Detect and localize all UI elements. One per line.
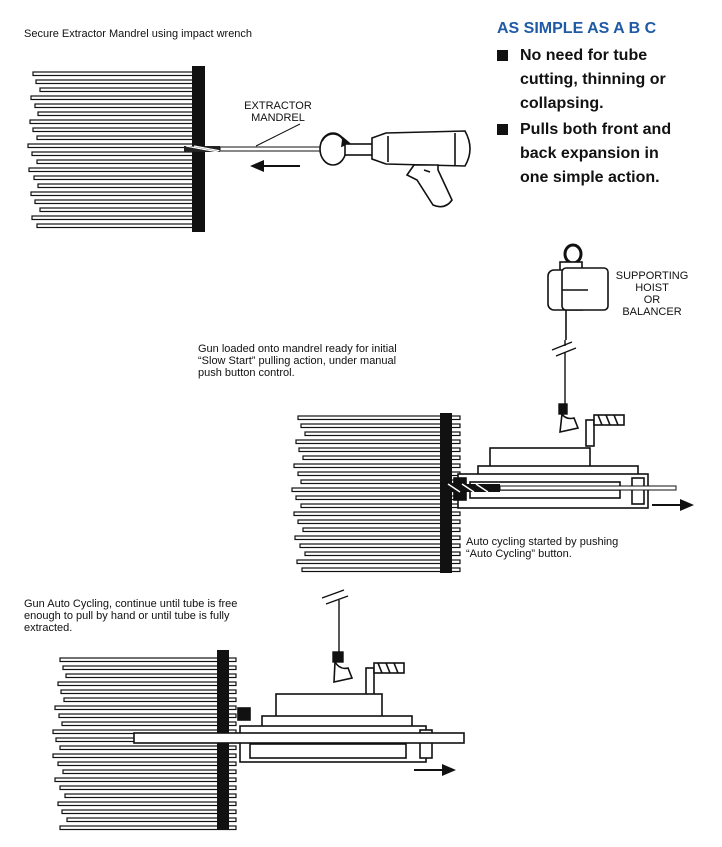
tube [58, 713, 237, 719]
tube [295, 439, 461, 445]
tube [30, 95, 205, 101]
panel2-tube-sheet [440, 413, 452, 573]
tube [36, 135, 205, 141]
panel2-pull-arrow [652, 499, 694, 511]
tube [300, 423, 461, 429]
tube [32, 127, 205, 133]
tube [31, 151, 205, 157]
tube [59, 657, 237, 663]
tube [297, 519, 461, 525]
tube [62, 665, 237, 671]
tube [30, 191, 205, 197]
tube [37, 111, 205, 117]
tube [54, 705, 237, 711]
extractor-mandrel [184, 145, 341, 153]
tube [299, 543, 461, 549]
panel2-caption-top: Gun loaded onto mandrel ready for initia… [198, 343, 397, 379]
tube [297, 415, 461, 421]
promo-title: AS SIMPLE AS A B C [497, 20, 657, 37]
tube [296, 559, 461, 565]
tube [304, 551, 461, 557]
tube [59, 785, 237, 791]
panel3-caption: Gun Auto Cycling, continue until tube is… [24, 598, 238, 634]
tube [57, 681, 237, 687]
tube [57, 761, 237, 767]
tube [34, 199, 205, 205]
supporting-hoist [547, 243, 609, 340]
tube [33, 175, 205, 181]
tube [301, 567, 461, 573]
bullet-square-icon [497, 124, 508, 135]
tube [35, 79, 205, 85]
panel2-mandrel [440, 483, 677, 493]
tube [61, 809, 237, 815]
tube [65, 673, 237, 679]
tube [304, 431, 461, 437]
tube [62, 769, 237, 775]
tube [32, 71, 205, 77]
tube [293, 463, 461, 469]
tube [291, 487, 461, 493]
tube [300, 503, 461, 509]
tube [59, 825, 237, 831]
tube [31, 215, 205, 221]
tube [57, 801, 237, 807]
tube [28, 167, 205, 173]
panel2-caption-bottom: Auto cycling started by pushing “Auto Cy… [466, 536, 619, 560]
tube [39, 207, 205, 213]
tube [61, 721, 237, 727]
tube [39, 87, 205, 93]
bullet-square-icon [497, 50, 508, 61]
tube [34, 103, 205, 109]
panel3-extraction-gun [133, 659, 465, 763]
tube [60, 689, 237, 695]
tube [54, 777, 237, 783]
tube [302, 527, 461, 533]
panel2-extraction-gun [453, 411, 649, 509]
tube [29, 119, 205, 125]
panel2-tube-bundle [291, 415, 461, 573]
promo-bullet-text: Pulls both front and back expansion in o… [520, 121, 672, 186]
impact-wrench [319, 130, 471, 208]
panel2-hoist-cable [551, 340, 577, 415]
panel1-tube-bundle [27, 71, 205, 229]
hoist-label: SUPPORTING HOIST OR BALANCER [615, 270, 689, 318]
tube [59, 745, 237, 751]
tube [66, 817, 237, 823]
tube [36, 159, 205, 165]
tube [294, 535, 461, 541]
panel3-pull-arrow [414, 764, 456, 776]
tube [293, 511, 461, 517]
tube [27, 143, 205, 149]
tube [298, 447, 461, 453]
tube [297, 471, 461, 477]
panel3-hoist-cable [321, 589, 349, 663]
panel1-pull-arrow [250, 160, 300, 172]
tube [302, 455, 461, 461]
tube [64, 793, 237, 799]
extractor-mandrel-label: EXTRACTOR MANDREL [244, 100, 312, 124]
tube [300, 479, 461, 485]
tube [295, 495, 461, 501]
promo-bullet-text: No need for tube cutting, thinning or co… [520, 47, 666, 112]
tube [63, 697, 237, 703]
tube [37, 183, 205, 189]
tube [52, 753, 237, 759]
tube [36, 223, 205, 229]
mandrel-leader-line [255, 123, 301, 147]
panel1-caption: Secure Extractor Mandrel using impact wr… [24, 28, 253, 40]
